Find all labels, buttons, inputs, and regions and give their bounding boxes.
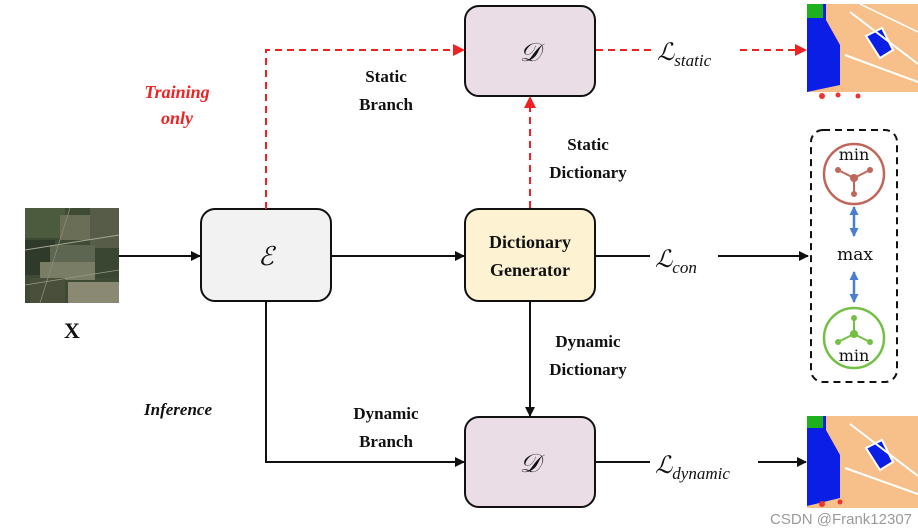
encoder-symbol: ℰ — [258, 242, 276, 272]
input-satellite-image — [24, 207, 120, 304]
loss-dynamic-sub: dynamic — [672, 464, 730, 483]
arrow-inference-path — [265, 301, 465, 467]
static-output-map — [807, 3, 918, 99]
min-top-node — [822, 142, 886, 206]
arrow-static-branch — [265, 44, 465, 209]
loss-static-sub: static — [674, 51, 711, 70]
dynamic-output-map — [807, 416, 918, 508]
loss-static: ℒstatic — [657, 40, 712, 70]
static-dictionary-line1: Static — [567, 135, 609, 154]
input-label: X — [64, 318, 80, 343]
loss-dynamic-base: ℒ — [655, 453, 673, 479]
loss-con-base: ℒ — [655, 247, 673, 273]
dictionary-generator-box — [464, 208, 596, 302]
training-only-line1: Training — [144, 82, 209, 102]
dynamic-dictionary-line2: Dictionary — [549, 360, 627, 379]
static-branch-line2: Branch — [359, 95, 413, 114]
training-only-line2: only — [161, 108, 194, 128]
dynamic-dictionary-line1: Dynamic — [555, 332, 621, 351]
max-label: max — [837, 245, 873, 265]
loss-con: ℒcon — [655, 247, 697, 277]
inference-label: Inference — [143, 400, 212, 419]
min-top-label: min — [839, 145, 870, 164]
static-dictionary-line2: Dictionary — [549, 163, 627, 182]
loss-static-base: ℒ — [657, 40, 675, 66]
dynamic-branch-line2: Branch — [359, 432, 413, 451]
watermark: CSDN @Frank12307 — [770, 511, 912, 528]
static-branch-line1: Static — [365, 67, 407, 86]
dynamic-branch-line1: Dynamic — [353, 404, 419, 423]
dictionary-generator-line2: Generator — [490, 260, 570, 280]
loss-con-sub: con — [672, 258, 697, 277]
loss-dynamic: ℒdynamic — [655, 453, 730, 483]
min-bottom-label: min — [839, 346, 870, 365]
min-bottom-node — [822, 306, 886, 370]
dictionary-generator-line1: Dictionary — [489, 232, 571, 252]
